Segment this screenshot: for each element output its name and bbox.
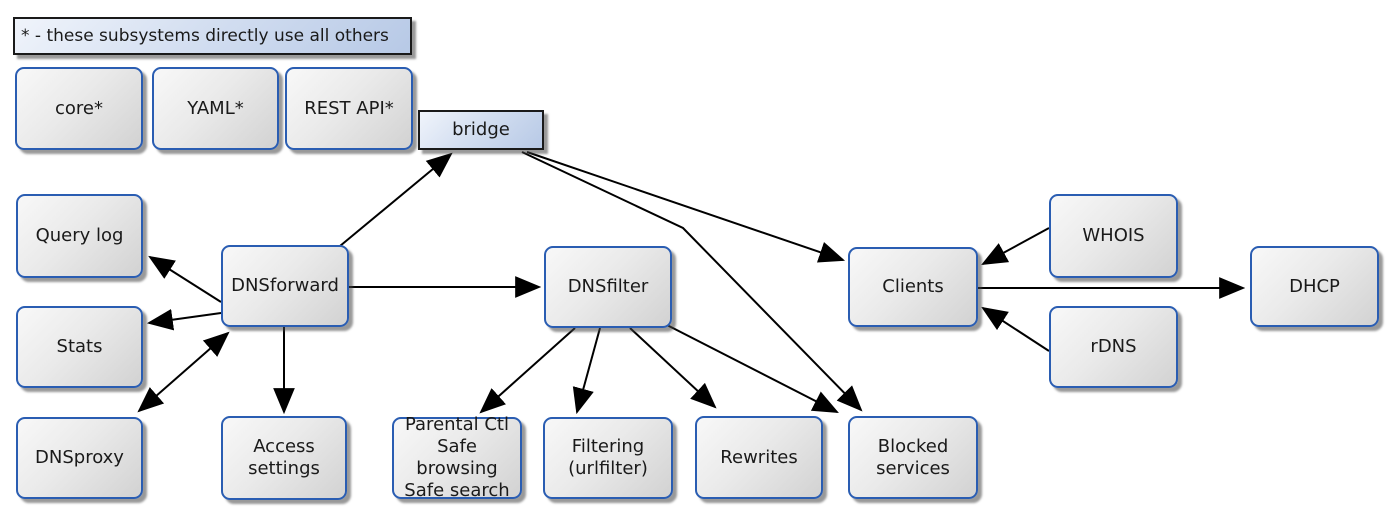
edge-dnsforward-query-log <box>148 255 222 303</box>
edge-rdns-clients <box>981 306 1050 352</box>
edge-dnsfilter-rewrites <box>629 327 717 409</box>
edge-bridge-blocked <box>521 151 863 412</box>
edge-dnsfilter-parental <box>479 327 576 414</box>
edge-bridge-clients <box>526 151 846 263</box>
edge-dnsforward-bridge <box>339 152 453 247</box>
edge-whois-clients <box>981 227 1050 266</box>
edge-dnsfilter-filtering <box>572 327 601 415</box>
edge-dnsfilter-blocked <box>664 323 839 413</box>
edge-dnsforward-dnsproxy <box>137 331 230 413</box>
edge-dnsforward-stats <box>146 308 222 331</box>
